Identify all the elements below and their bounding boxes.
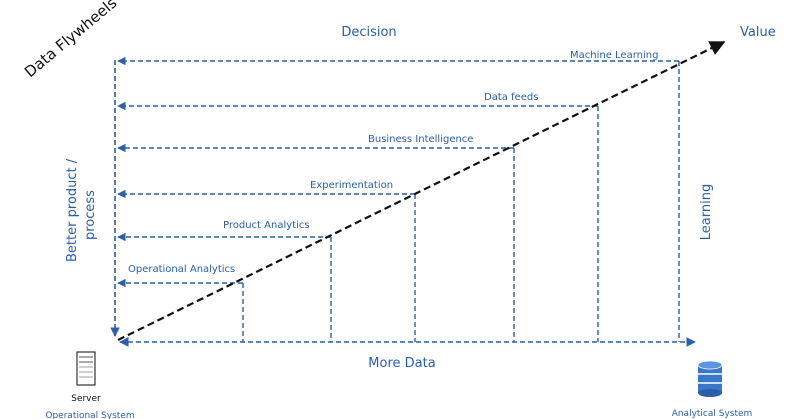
left-axis-label-line1: Better product / xyxy=(65,158,80,262)
top-axis-label: Decision xyxy=(341,25,396,40)
tier-label: Machine Learning xyxy=(570,50,658,61)
tier-label: Data feeds xyxy=(484,92,538,103)
server-icon xyxy=(76,351,96,386)
tier-label: Operational Analytics xyxy=(128,264,235,275)
left-axis-label: Better product / process xyxy=(65,155,98,262)
analytical-system-caption: Analytical System xyxy=(672,409,753,419)
tier-experimentation: Experimentation xyxy=(117,180,416,342)
value-label: Value xyxy=(740,25,776,40)
tier-data-feeds: Data feeds xyxy=(117,92,599,342)
tier-machine-learning: Machine Learning xyxy=(117,50,680,342)
tier-business-intelligence: Business Intelligence xyxy=(117,134,515,342)
tier-label: Experimentation xyxy=(310,180,393,191)
value-arrow xyxy=(117,41,726,341)
bottom-axis-label: More Data xyxy=(368,356,435,371)
tier-label: Product Analytics xyxy=(223,220,310,231)
left-axis-label-line2: process xyxy=(83,190,98,240)
operational-system-caption: Operational System xyxy=(45,411,134,419)
tier-operational-analytics: Operational Analytics xyxy=(117,264,244,342)
tier-product-analytics: Product Analytics xyxy=(117,220,332,342)
diagram-title: Data Flywheels xyxy=(21,0,120,81)
tier-label: Business Intelligence xyxy=(368,134,473,145)
right-axis-label: Learning xyxy=(699,184,714,240)
database-icon xyxy=(697,360,723,397)
server-label: Server xyxy=(71,394,101,404)
